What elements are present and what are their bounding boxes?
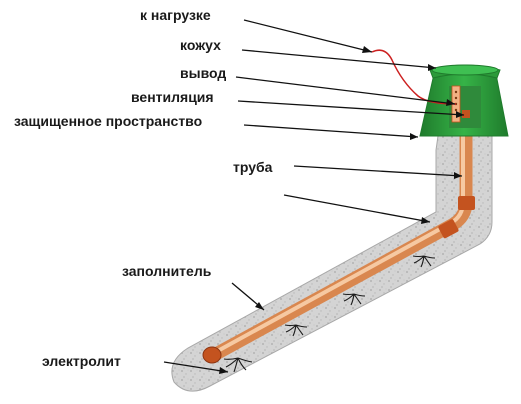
label-ventilation: вентиляция: [131, 89, 214, 105]
load-wire: [371, 49, 457, 105]
leader-lines: [163, 19, 465, 374]
leader-to-load: [243, 19, 373, 53]
root-cluster-4: [412, 255, 436, 268]
electrolyte-roots: [223, 255, 436, 373]
casing-top-opening: [431, 64, 499, 76]
leader-filler-arrow: [255, 302, 264, 310]
leader-lead-arrow: [446, 99, 455, 106]
leader-to-load-arrow: [362, 46, 372, 53]
leader-protected-space: [243, 124, 419, 138]
leader-pipe-vertical: [293, 165, 463, 177]
root-cluster-2: [284, 324, 308, 337]
label-electrolyte: электролит: [42, 353, 121, 369]
leader-electrolyte-arrow: [219, 367, 228, 374]
leader-protected-space-arrow: [410, 133, 418, 140]
leader-electrolyte: [163, 361, 229, 373]
casing: [419, 64, 509, 137]
label-lead: вывод: [180, 65, 226, 81]
lead-terminal: [462, 110, 470, 118]
label-protected-space: защищенное пространство: [14, 113, 202, 129]
label-filler: заполнитель: [122, 263, 212, 279]
root-cluster-3: [342, 293, 366, 306]
label-to-load: к нагрузке: [140, 7, 211, 23]
labels: к нагрузке кожух вывод вентиляция защище…: [14, 7, 273, 369]
leader-ventilation-arrow: [456, 111, 464, 118]
leader-pipe-diagonal: [283, 194, 431, 223]
leader-pipe-diagonal-arrow: [421, 217, 430, 224]
label-casing: кожух: [180, 37, 221, 53]
pipe-elbow-collar-diagonal: [438, 219, 459, 239]
label-pipe: труба: [233, 159, 273, 175]
leader-lead: [235, 76, 456, 105]
leader-pipe-vertical-arrow: [454, 172, 462, 179]
leader-ventilation: [237, 100, 465, 116]
root-cluster-1: [223, 357, 253, 373]
pipe-end-cap: [202, 346, 222, 364]
pipe-elbow-collar-vertical: [458, 196, 475, 210]
leader-casing-arrow: [428, 64, 436, 71]
leader-casing: [241, 49, 437, 69]
